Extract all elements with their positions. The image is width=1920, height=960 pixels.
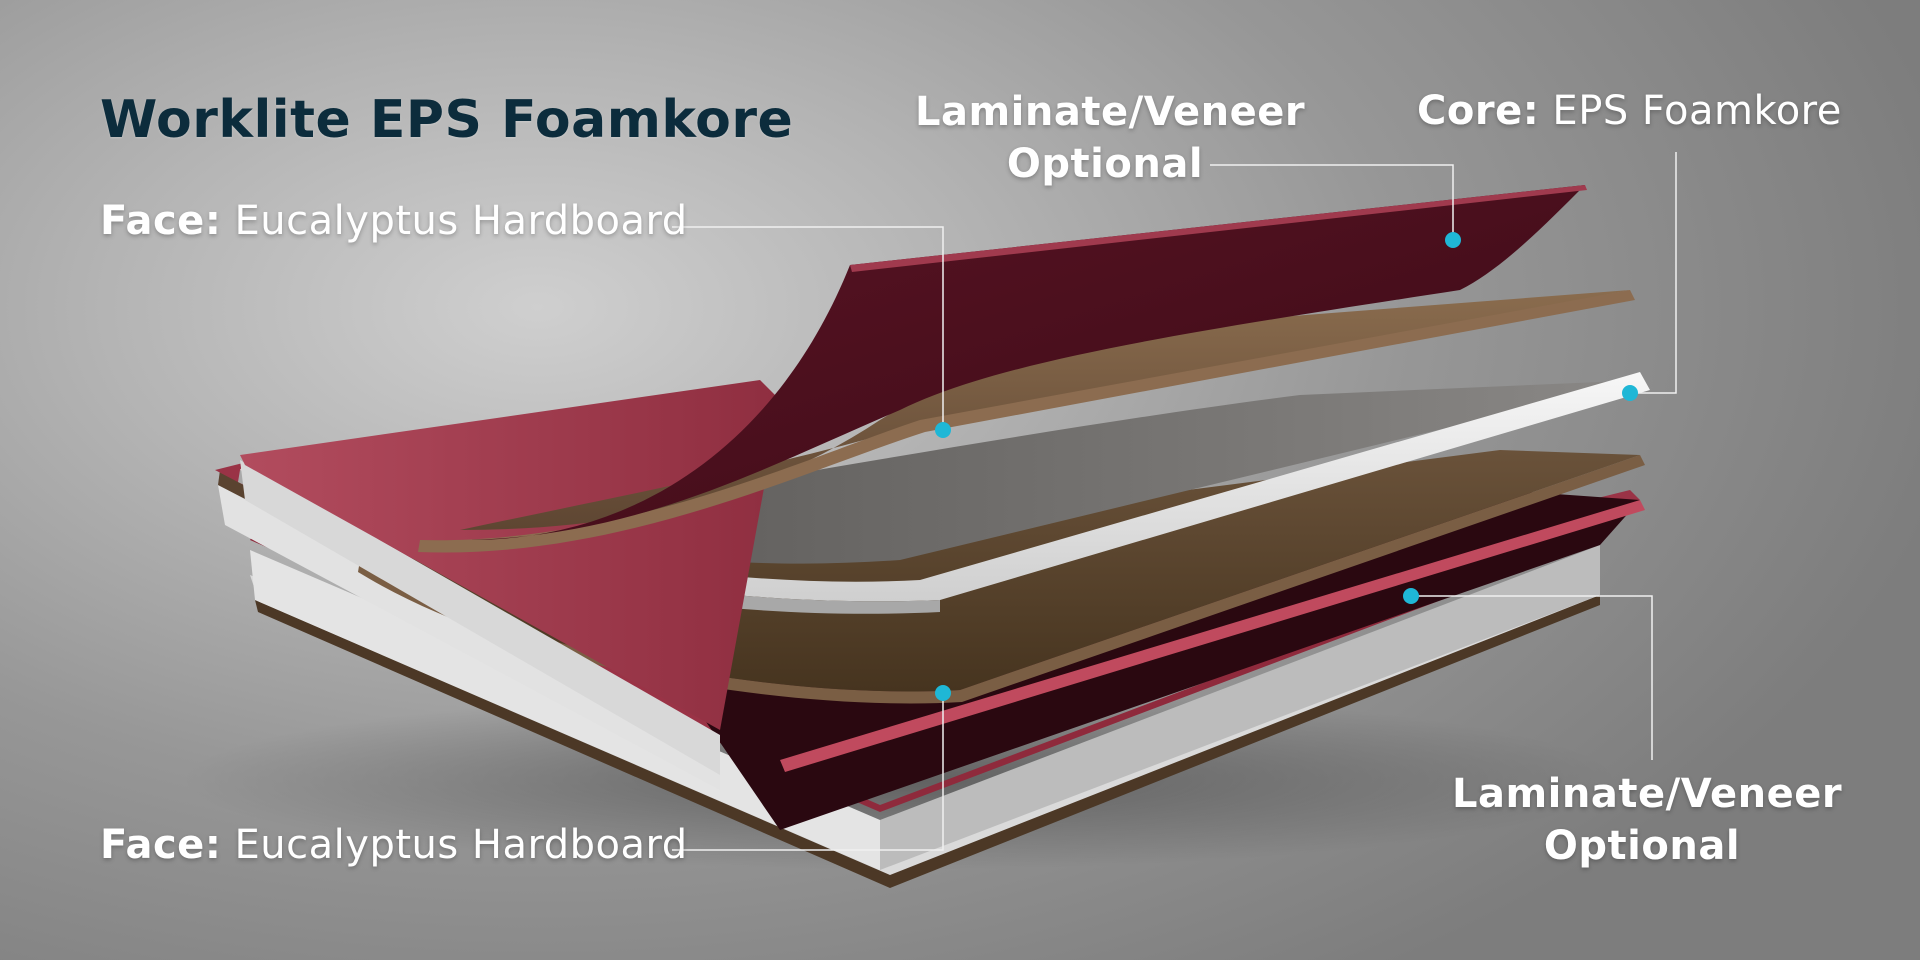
label-face-top-text: Eucalyptus Hardboard [221,198,688,244]
lower-foam-right [880,545,1600,870]
leader-line-laminate-top [1210,164,1454,240]
top-laminate-edge [850,185,1587,272]
label-face-bottom-text: Eucalyptus Hardboard [221,822,688,868]
label-laminate-top-line2: Optional [1006,141,1204,187]
label-face-bottom: Face: Eucalyptus Hardboard [100,822,688,868]
marker-laminate-top [1445,232,1461,248]
label-face-top-name: Face [100,198,205,244]
label-core-name: Core [1417,88,1523,134]
marker-face-top [935,422,951,438]
label-laminate-bottom: Laminate/Veneer Optional [1452,768,1843,872]
marker-laminate-bottom [1403,588,1419,604]
top-hardboard-edge [418,290,1635,553]
leader-line-core [1630,152,1677,394]
mid-panel-front [218,485,720,790]
label-laminate-top: Laminate/Veneer Optional [915,86,1306,190]
label-face-bottom-name: Face [100,822,205,868]
label-face-top-sep: : [204,198,222,244]
label-laminate-bottom-line1: Laminate/Veneer [1452,771,1843,817]
lower-foam-front [250,550,880,870]
label-face-top: Face: Eucalyptus Hardboard [100,198,688,244]
foam-core-top-surface [540,380,1645,564]
label-core: Core: EPS Foamkore [1417,88,1842,134]
markers [935,232,1638,701]
label-core-sep: : [1522,88,1540,134]
bottom-laminate-edge [780,500,1645,772]
leader-lines [672,152,1677,851]
label-laminate-top-line1: Laminate/Veneer [915,89,1306,135]
label-core-text: EPS Foamkore [1539,88,1842,134]
top-panel-laminate [240,380,780,730]
leader-line-laminate-bottom [1411,595,1653,760]
marker-face-bottom [935,685,951,701]
label-laminate-bottom-line2: Optional [1543,823,1741,869]
top-panel-foam-front [240,460,720,775]
leader-line-face-top [672,226,944,430]
leader-line-face-bottom [672,693,944,851]
label-face-bottom-sep: : [204,822,222,868]
page-title: Worklite EPS Foamkore [100,90,794,150]
marker-core [1622,385,1638,401]
top-laminate-sheet [470,185,1585,540]
